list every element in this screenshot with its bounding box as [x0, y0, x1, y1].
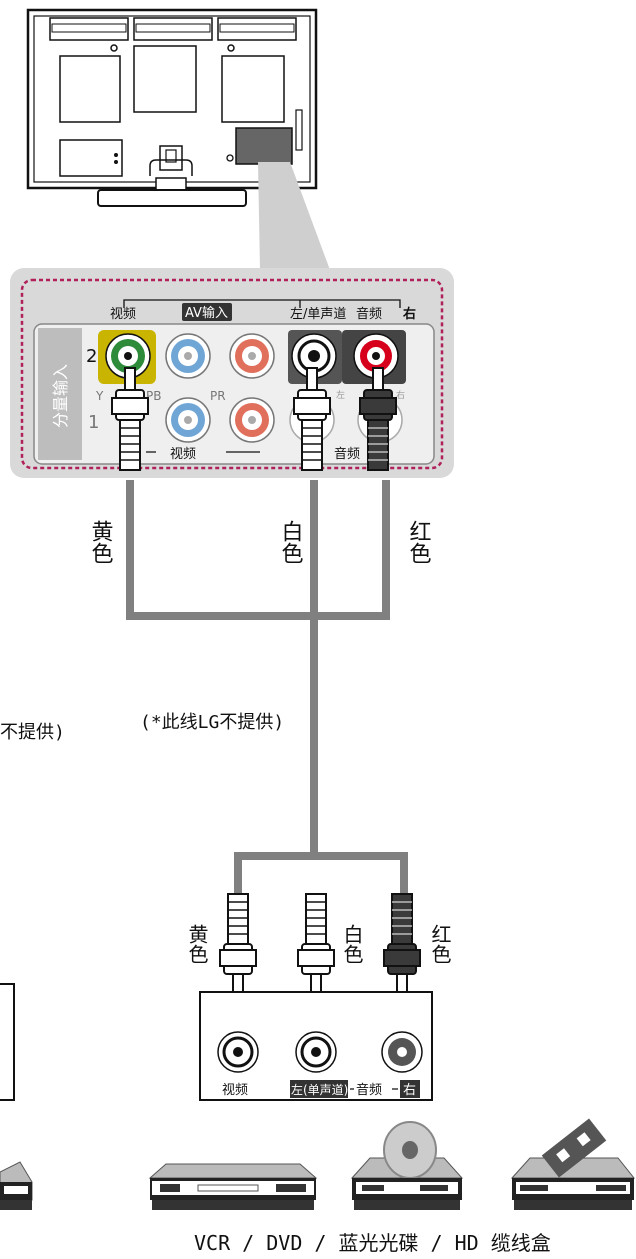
tv-back-icon [26, 8, 318, 207]
plug-red-top [359, 367, 397, 471]
device-jack-right [381, 1031, 423, 1073]
right-label: 右 [402, 306, 416, 322]
audio-label: 音频 [356, 306, 382, 322]
white-label-bottom: 白色 [340, 924, 364, 964]
red-label-top: 红色 [406, 520, 432, 564]
tape-icon [510, 1118, 636, 1210]
bottom-plugs [219, 893, 421, 997]
component-input-label: 分量输入 [51, 364, 70, 428]
jack-blue [165, 333, 211, 379]
plug-white-bottom [297, 893, 335, 997]
device-panel: 视频 左(单声道) 音频 右 [199, 991, 433, 1101]
yellow-label-top: 黄色 [88, 520, 114, 564]
cable-note: (*此线LG不提供) [140, 712, 284, 733]
device-right-label: 右 [403, 1083, 416, 1098]
av-input-label: AV输入 [185, 305, 228, 321]
plug-yellow-top [111, 367, 149, 471]
pb-label: PB [146, 389, 161, 403]
row-1-label: 1 [88, 412, 99, 433]
pr-label: PR [210, 389, 226, 403]
plug-red-bottom [383, 893, 421, 997]
jack-green [105, 333, 151, 379]
left-mono-label: 左/单声道 [290, 307, 346, 322]
small-right-label: 右 [396, 389, 405, 401]
device-audio-label: 音频 [356, 1082, 382, 1098]
row-2-label: 2 [86, 346, 97, 367]
video-label: 视频 [110, 307, 136, 322]
component-audio-label: 音频 [334, 446, 360, 462]
disc-icon [350, 1121, 464, 1210]
plug-yellow-bottom [219, 893, 257, 997]
small-left-label: 左 [336, 389, 345, 401]
jack-red-row1 [229, 397, 275, 443]
component-video-label: 视频 [170, 447, 196, 462]
footer-caption: VCR / DVD / 蓝光光碟 / HD 缆线盒 [194, 1231, 551, 1255]
partial-box [0, 983, 15, 1101]
jack-audio-red [353, 333, 399, 379]
device-jack-video [217, 1031, 259, 1073]
white-label-top: 白色 [278, 520, 304, 564]
y-label: Y [95, 389, 104, 403]
cable-note-partial: 不提供) [0, 722, 65, 743]
device-video-label: 视频 [222, 1083, 248, 1098]
zoom-callout [258, 162, 330, 270]
jack-blue-row1 [165, 397, 211, 443]
plug-white-top [293, 367, 331, 471]
device-jack-left [295, 1031, 337, 1073]
player-icon [148, 1163, 318, 1210]
red-label-bottom: 红色 [428, 924, 452, 964]
partial-device-icon [0, 1161, 33, 1210]
jack-red [229, 333, 275, 379]
yellow-label-bottom: 黄色 [185, 924, 209, 964]
device-left-mono-label: 左(单声道) [291, 1082, 348, 1097]
top-plugs [111, 367, 397, 471]
cable-lines [126, 480, 408, 896]
